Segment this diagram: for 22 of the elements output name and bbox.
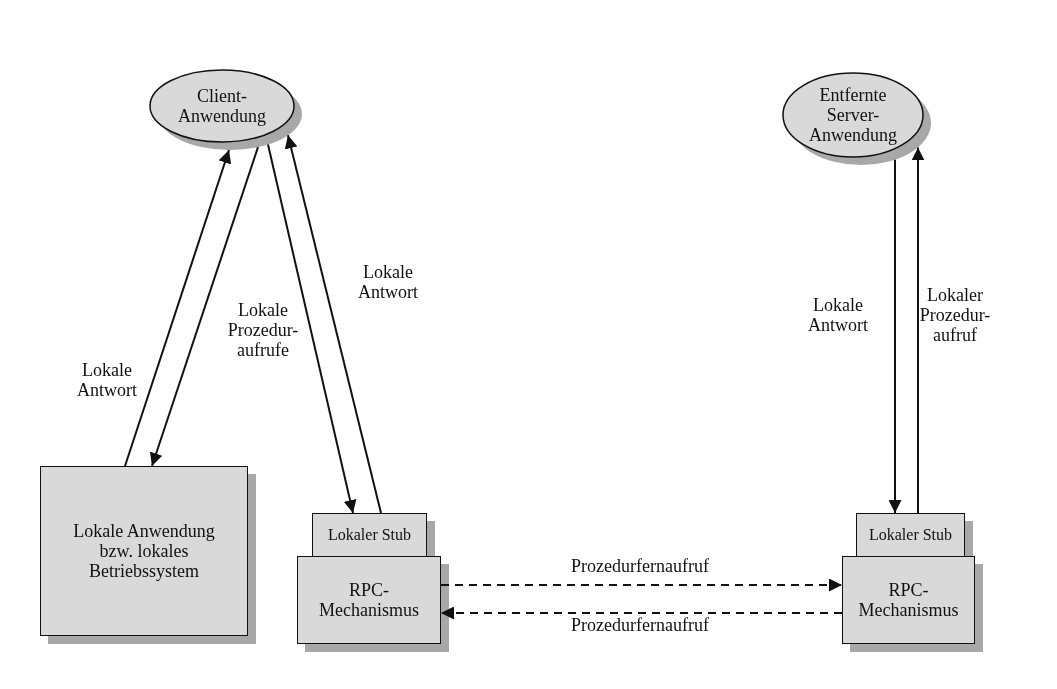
node-label: Lokaler Stub xyxy=(327,526,412,544)
note-label: Lokale Prozedur-aufrufe xyxy=(226,299,300,361)
node-label: RPC-Mechanismus xyxy=(318,579,420,621)
arrow xyxy=(440,606,843,620)
arrow xyxy=(440,578,843,592)
process-ellipse xyxy=(782,72,932,166)
edge-label: Lokaler Prozedur-aufruf xyxy=(918,284,992,346)
edge-label: Lokale Antwort xyxy=(807,294,869,336)
edge-label: Lokale Antwort xyxy=(357,261,419,303)
arrow xyxy=(124,149,232,467)
node-label: Client-Anwendung xyxy=(177,85,267,127)
arrow xyxy=(267,143,357,514)
arrow xyxy=(888,158,902,514)
arrow xyxy=(911,146,925,514)
edge-label: Lokale Antwort xyxy=(76,359,138,401)
node-label: Lokale Anwendung bzw. lokales Betriebssystem xyxy=(72,520,216,582)
node-label: Entfernte Server-Anwendung xyxy=(808,84,898,146)
node-label: RPC-Mechanismus xyxy=(857,579,960,621)
node-label: Lokaler Stub xyxy=(868,526,953,544)
arrow xyxy=(284,134,382,514)
arrow xyxy=(149,146,259,467)
process-ellipse xyxy=(149,69,303,151)
